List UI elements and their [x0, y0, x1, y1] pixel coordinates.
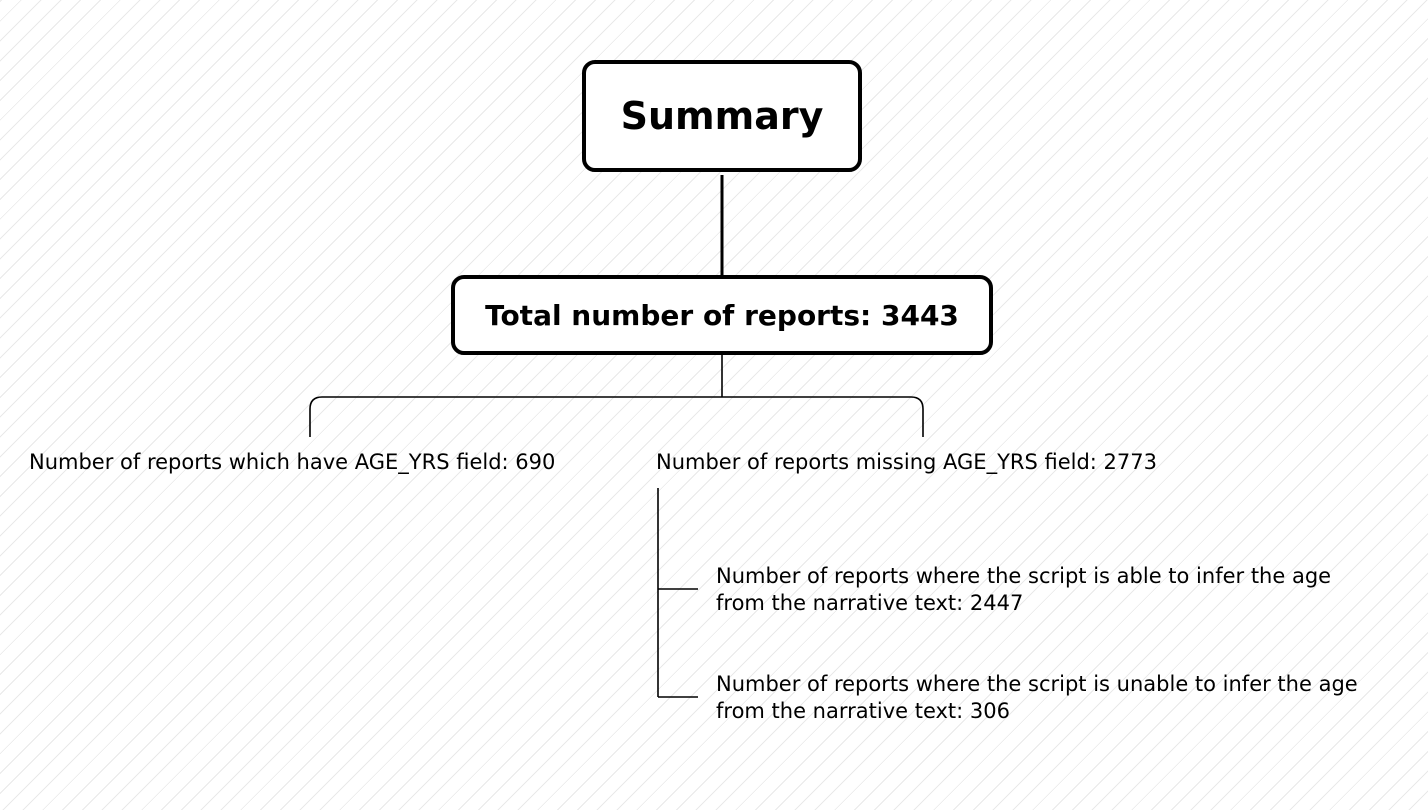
unable-infer-node: Number of reports where the script is un…	[716, 671, 1358, 725]
unable-infer-line-2: from the narrative text: 306	[716, 699, 1010, 723]
missing-age-node: Number of reports missing AGE_YRS field:…	[656, 449, 1157, 476]
have-age-label: Number of reports which have AGE_YRS fie…	[29, 450, 556, 474]
summary-node: Summary	[582, 60, 862, 172]
unable-infer-line-1: Number of reports where the script is un…	[716, 672, 1358, 696]
able-infer-line-1: Number of reports where the script is ab…	[716, 564, 1332, 588]
able-infer-node: Number of reports where the script is ab…	[716, 563, 1331, 617]
able-infer-line-2: from the narrative text: 2447	[716, 591, 1024, 615]
have-age-node: Number of reports which have AGE_YRS fie…	[29, 449, 555, 476]
summary-label: Summary	[620, 94, 824, 138]
missing-age-label: Number of reports missing AGE_YRS field:…	[656, 450, 1157, 474]
split-bracket	[309, 396, 924, 437]
total-reports-label: Total number of reports: 3443	[485, 298, 959, 332]
total-reports-node: Total number of reports: 3443	[451, 275, 993, 355]
